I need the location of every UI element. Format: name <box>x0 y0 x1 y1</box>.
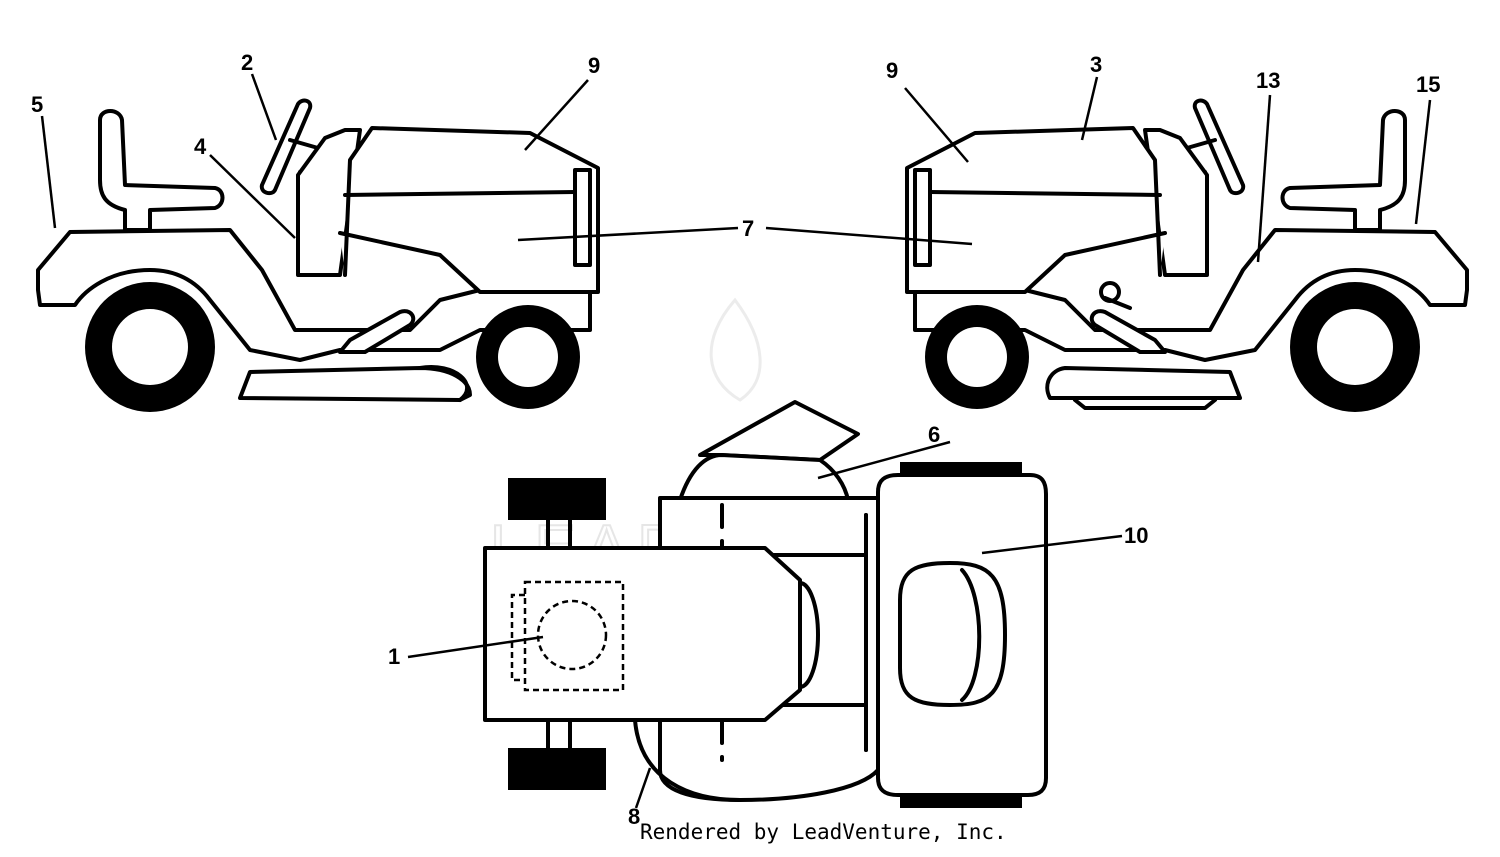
callout-8: 8 <box>628 804 640 829</box>
callout-2: 2 <box>241 50 253 75</box>
callout-6: 6 <box>928 422 940 447</box>
leader-2 <box>250 73 278 141</box>
leader-7-left <box>517 226 739 242</box>
leader-3 <box>1080 76 1099 141</box>
left-front-hub <box>498 327 558 387</box>
callout-5: 5 <box>31 92 43 117</box>
top-fuel-cap-outline <box>536 599 608 671</box>
tractor-left-side-view <box>36 98 600 412</box>
left-foot-pedal <box>338 309 416 354</box>
right-deck-skirt <box>1073 398 1217 410</box>
callout-labels: 5 2 4 9 7 9 3 13 15 6 10 1 8 <box>31 50 1440 829</box>
right-front-hub <box>947 327 1007 387</box>
leader-10 <box>981 534 1123 555</box>
top-front-axle <box>546 518 572 750</box>
tractor-right-side-view <box>905 98 1469 412</box>
render-credit: Rendered by LeadVenture, Inc. <box>640 820 1007 844</box>
left-deck-chute <box>418 365 469 402</box>
leader-lines <box>40 73 1432 809</box>
leader-4 <box>209 154 296 239</box>
leader-6 <box>817 440 951 480</box>
leader-15 <box>1414 99 1432 225</box>
leader-9-right <box>904 87 969 163</box>
callout-3: 3 <box>1090 52 1102 77</box>
left-rear-fender <box>36 228 592 362</box>
callout-9-left: 9 <box>588 53 600 78</box>
leader-5 <box>40 115 57 229</box>
right-steering-wheel <box>1192 98 1246 196</box>
left-seat <box>98 109 225 232</box>
top-decal-outline <box>523 580 625 692</box>
leader-13 <box>1256 94 1272 263</box>
left-rear-hub <box>112 309 188 385</box>
left-grille <box>573 168 592 267</box>
callout-9-right: 9 <box>886 58 898 83</box>
callout-1: 1 <box>388 644 400 669</box>
right-mower-deck <box>1045 366 1242 400</box>
right-hood <box>905 126 1167 294</box>
callout-10: 10 <box>1124 523 1148 548</box>
left-hood <box>338 126 600 294</box>
left-steering-wheel <box>259 98 313 196</box>
tractor-top-view <box>483 400 1048 808</box>
right-seat <box>1280 109 1407 232</box>
callout-15: 15 <box>1416 72 1440 97</box>
leader-1 <box>407 635 544 659</box>
right-rear-fender <box>913 228 1469 362</box>
callout-4: 4 <box>194 134 207 159</box>
leader-9-left <box>524 79 589 151</box>
watermark-flame-icon <box>709 297 762 402</box>
top-deck-edge <box>633 718 742 802</box>
right-grille <box>913 168 932 267</box>
top-chute-base <box>678 453 850 502</box>
left-hood-line <box>343 190 577 197</box>
top-seat-back <box>960 568 982 702</box>
top-front-right-tire <box>508 748 606 790</box>
callout-7: 7 <box>742 216 754 241</box>
left-mower-deck <box>238 366 472 402</box>
right-foot-pedal <box>1089 309 1167 354</box>
top-front-left-tire <box>508 478 606 520</box>
right-rear-hub <box>1317 309 1393 385</box>
top-seat <box>898 561 1007 707</box>
right-lever-shaft <box>1103 296 1132 310</box>
top-discharge-chute <box>698 400 860 462</box>
right-hood-line <box>928 190 1162 197</box>
callout-13: 13 <box>1256 68 1280 93</box>
leader-8 <box>634 767 652 809</box>
top-decal-tab <box>510 593 525 682</box>
top-hood <box>483 546 802 722</box>
leader-7-right <box>765 226 973 246</box>
